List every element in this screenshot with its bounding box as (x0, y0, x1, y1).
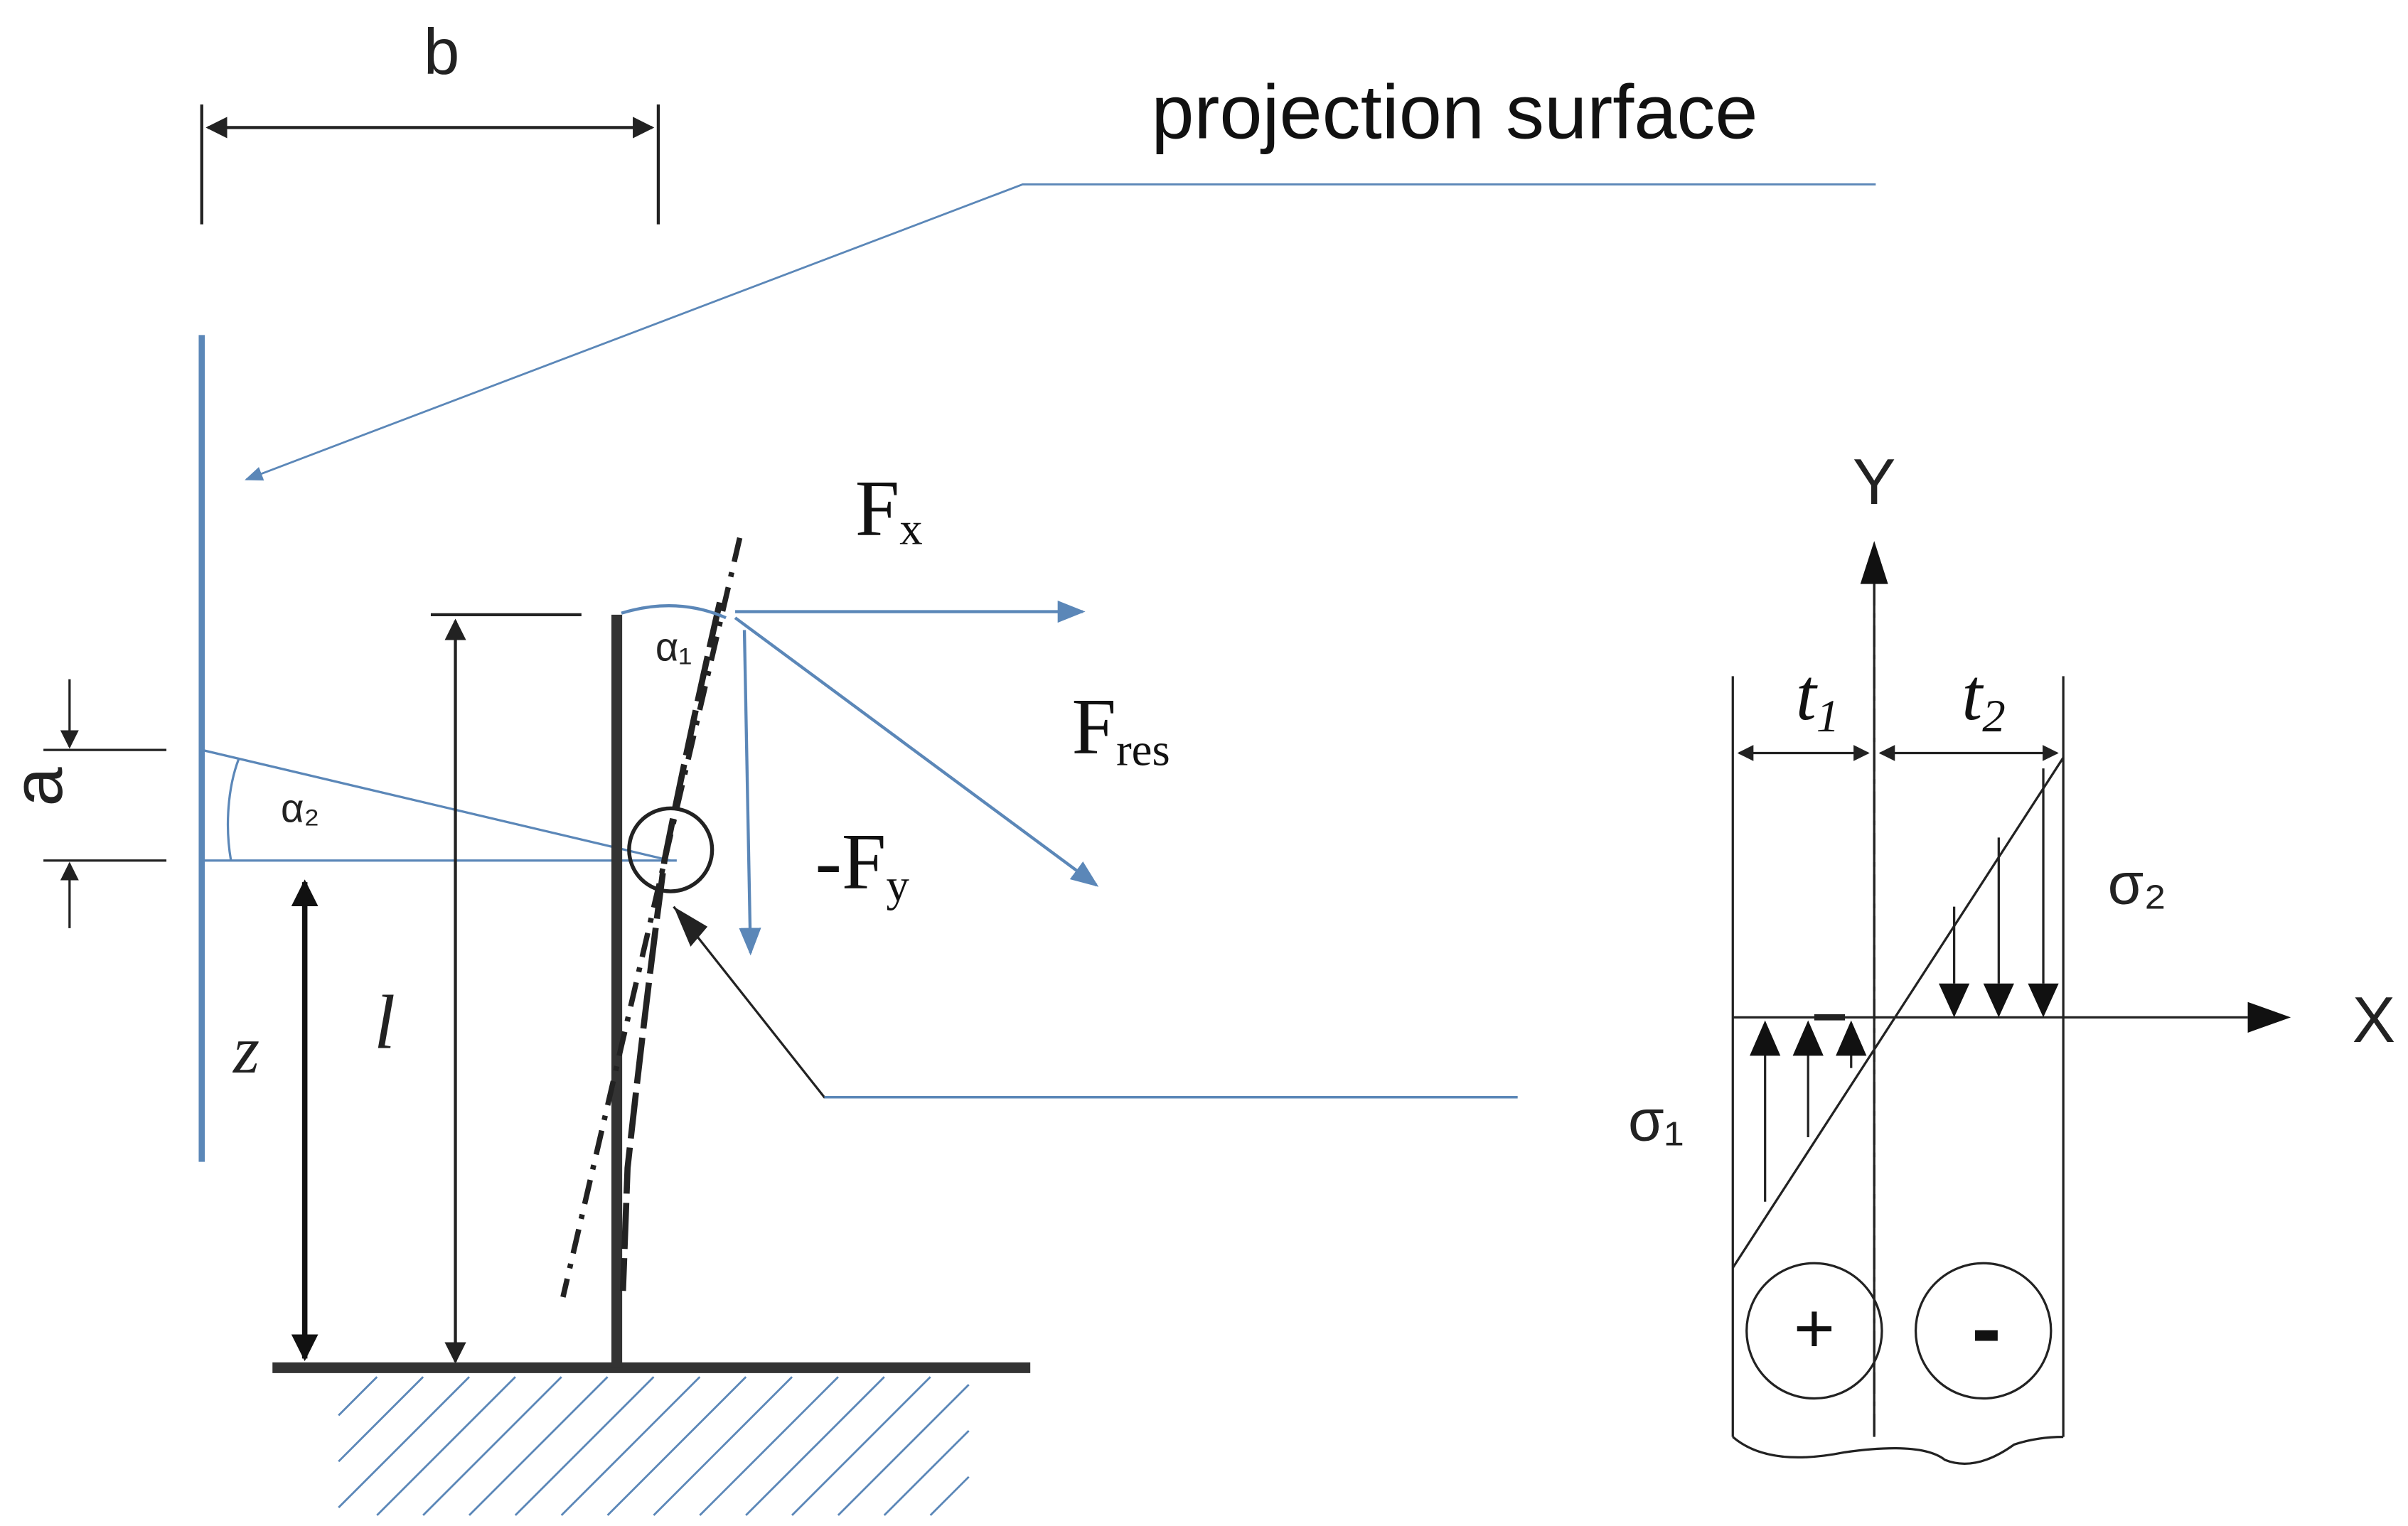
label-t1: t1 (1796, 655, 1839, 742)
beam-deflected (560, 537, 743, 1298)
label-sigma2: σ₂ (2108, 851, 2167, 916)
stress-line (1731, 757, 2065, 1269)
label-plus: + (1794, 1289, 1835, 1368)
dimension-a: a (0, 679, 167, 928)
label-alpha2: α₂ (281, 786, 319, 831)
tension-circle (1745, 1262, 1883, 1400)
compression-circle (1914, 1262, 2053, 1400)
stress-diagram: Y X t1 t2 (1628, 446, 2396, 1465)
angle-alpha2: α₂ (201, 748, 677, 862)
projection-surface-callout: projection surface (245, 69, 1876, 480)
label-l: l (374, 981, 395, 1065)
angle-alpha1: α₁ (621, 604, 727, 670)
label-z: z (232, 1012, 259, 1087)
label-Fy: -Fy (815, 818, 909, 911)
dimension-l: l (374, 613, 582, 1364)
force-vectors: Fx Fres -Fy (734, 464, 1170, 956)
dimension-b: b (200, 16, 660, 225)
detail-leader (673, 906, 1518, 1099)
ground (272, 1362, 1031, 1516)
dimension-z: z (232, 879, 319, 1362)
label-projection-surface: projection surface (1151, 69, 1757, 155)
label-alpha1: α₁ (655, 625, 692, 670)
label-X: X (2353, 984, 2396, 1056)
label-b: b (424, 16, 460, 88)
label-sigma1: σ₁ (1628, 1088, 1684, 1153)
label-Fres: Fres (1072, 682, 1170, 775)
label-a: a (0, 767, 77, 807)
label-minus: - (1971, 1277, 2001, 1377)
label-t2: t2 (1962, 655, 2005, 742)
label-Y: Y (1853, 446, 1896, 518)
detail-circle (627, 806, 715, 893)
label-Fx: Fx (855, 464, 923, 554)
